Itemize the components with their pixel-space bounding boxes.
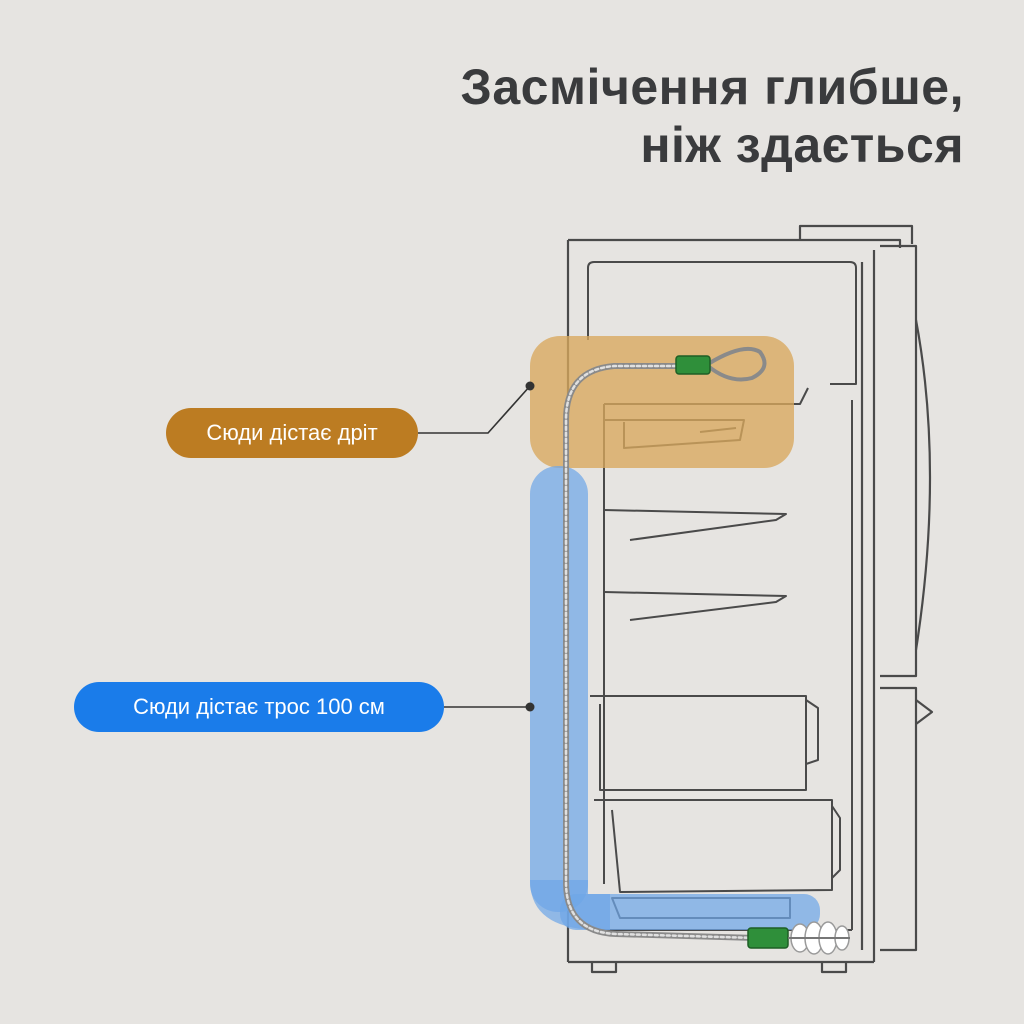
fridge-top-edge (568, 238, 902, 248)
wire-reach-label: Сюди дістає дріт (166, 408, 418, 458)
wire-connector-icon (675, 355, 711, 375)
crisper-drawer-2 (594, 799, 833, 893)
freezer-compartment (587, 261, 857, 385)
page-title: Засмічення глибше, ніж здається (461, 58, 964, 174)
shelf-2 (603, 509, 787, 541)
cable-connector-icon (747, 927, 789, 949)
fridge-foot-left (590, 962, 618, 974)
cable-reach-zone-vertical (530, 466, 588, 912)
steel-cable (563, 347, 767, 941)
fridge-door-panel (880, 686, 918, 952)
cable-callout-dot (525, 702, 535, 712)
title-line-1: Засмічення глибше, (460, 59, 964, 115)
brush-icon (788, 921, 850, 955)
shelf-3 (603, 591, 787, 621)
crisper-drawer-1-front (805, 699, 819, 765)
door-handle-lower (915, 699, 934, 725)
fridge-foot-right (820, 962, 848, 974)
fridge-top-cap (798, 224, 914, 244)
wire-callout-dot (525, 381, 535, 391)
freezer-door-panel (880, 244, 918, 678)
crisper-drawer-1 (590, 695, 807, 791)
title-line-2: ніж здається (640, 117, 964, 173)
wire-callout-leader (418, 385, 531, 434)
cable-loop (706, 347, 767, 382)
door-handle-curve (914, 319, 932, 651)
crisper-drawer-2-front (831, 805, 841, 879)
cable-reach-label: Сюди дістає трос 100 см (74, 682, 444, 732)
cable-reach-zone-bottom (560, 894, 820, 930)
